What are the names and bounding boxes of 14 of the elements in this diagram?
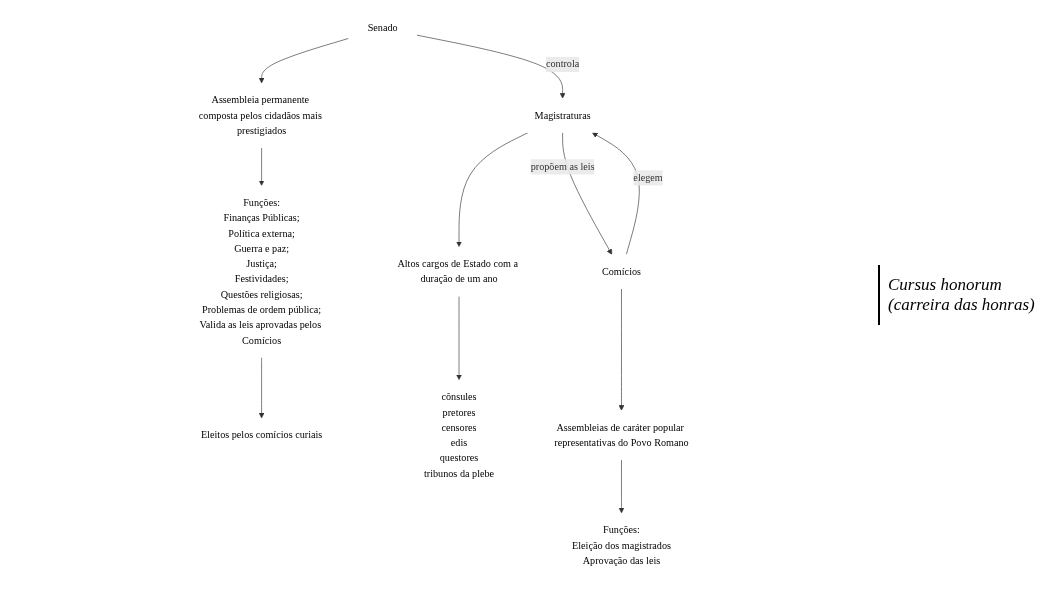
node-text: Altos cargos de Estado com a duração de um ano [397,258,519,285]
node-text: Eleitos pelos comícios curiais [201,429,323,441]
node-text: Comícios [602,265,642,277]
node-text: Magistraturas [535,109,592,121]
node-text: cônsules pretores censores edis questores tribunos da plebe [424,391,495,479]
edge-label: elegem [633,172,664,183]
node-text: Funções: Eleição dos magistrados Aprovação das leis [572,524,672,566]
node-text: Assembleia permanente composta pelos cidadãos mais prestigiados [199,94,323,136]
edge-label: controla [546,58,580,70]
edge-label: propõem as leis [531,161,596,172]
node-text: Assembleias de caráter popular representativas do Povo Romano [554,421,690,448]
node-text: Funções: Finanças Públicas; Política externa; Guerra e paz; Justiça; Festividades; Questões religiosas; Problemas de ordem pública; Valida as leis aprovadas pelos Comícios [199,197,322,346]
node-text: Senado [368,22,399,34]
note: Cursus honorum (carreira das honras) [878,264,1048,325]
